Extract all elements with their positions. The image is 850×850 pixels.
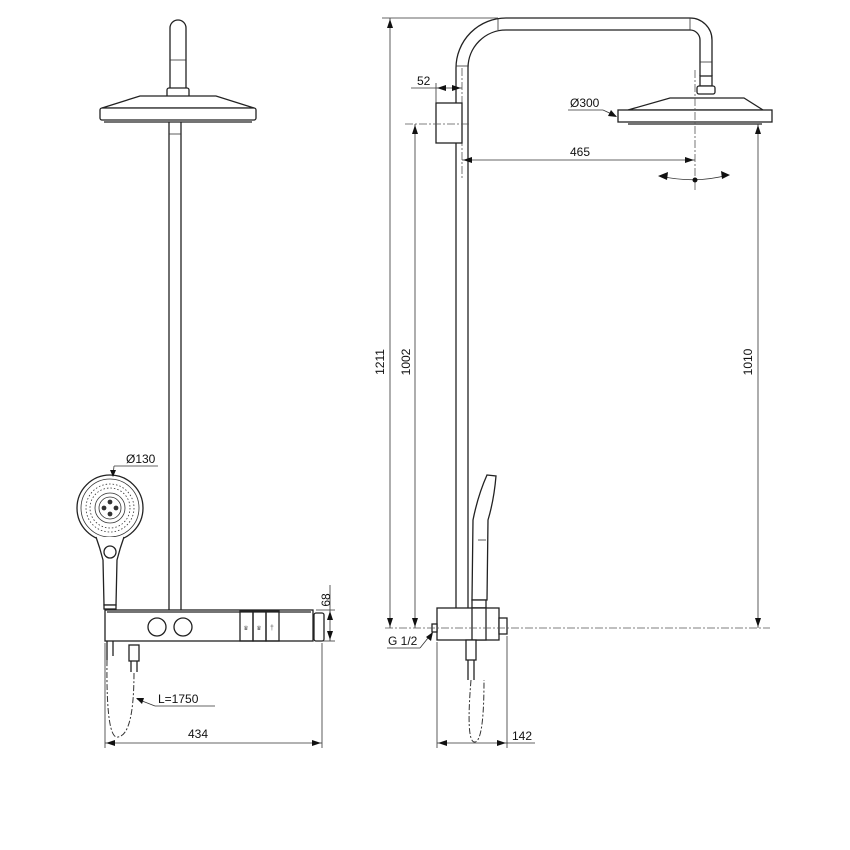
dimension-bracket-depth: 52	[411, 74, 462, 103]
overhead-diameter-label: Ø300	[570, 96, 600, 110]
dimension-overhead-diameter: Ø300	[568, 96, 617, 117]
hose-length-label: L=1750	[158, 692, 199, 706]
overall-width-label: 434	[188, 727, 208, 741]
dimension-overall-width: 434	[104, 643, 323, 748]
bracket-height-label: 1002	[399, 348, 413, 375]
inlet-thread-label: G 1/2	[388, 634, 418, 648]
dimension-inlet-thread: G 1/2	[387, 632, 433, 649]
riser-pipe-front	[168, 122, 182, 610]
front-view: ♛ ♛ † Ø130 68	[76, 19, 335, 748]
thermostat-front: ♛ ♛ †	[104, 609, 325, 738]
wall-bracket	[435, 102, 463, 144]
dimension-bracket-height: 1002	[399, 123, 470, 628]
overhead-shower-icon: ♛	[256, 625, 261, 632]
arm-reach-label: 465	[570, 145, 590, 159]
thermostat-depth-label: 142	[512, 729, 532, 743]
thermostat-side	[385, 607, 770, 743]
dimension-thermostat-depth: 142	[436, 636, 535, 748]
thermostat-height-label: 68	[319, 593, 333, 607]
overhead-height-label: 1010	[741, 348, 755, 375]
dimension-hand-shower-diameter: Ø130	[110, 452, 158, 477]
overhead-shower-side	[617, 70, 773, 190]
rotation-indicator	[658, 171, 730, 183]
overall-height-label: 1211	[373, 349, 387, 375]
side-view: 52 Ø300 465 1211 1	[373, 17, 773, 748]
dimension-hose-length: L=1750	[136, 692, 215, 707]
dimension-arm-reach: 465	[462, 145, 695, 163]
hand-shower-icon: †	[270, 625, 274, 632]
dimension-overhead-height: 1010	[741, 124, 761, 628]
bracket-depth-label: 52	[417, 74, 431, 88]
hand-shower-side	[471, 474, 497, 609]
dimension-thermostat-height: 68	[316, 585, 335, 642]
hand-shower-front	[76, 474, 144, 610]
dimension-overall-height: 1211	[373, 17, 498, 628]
overhead-shower-icon: ♛	[243, 625, 248, 632]
hand-shower-diameter-label: Ø130	[126, 452, 156, 466]
overhead-shower-front	[99, 19, 257, 123]
